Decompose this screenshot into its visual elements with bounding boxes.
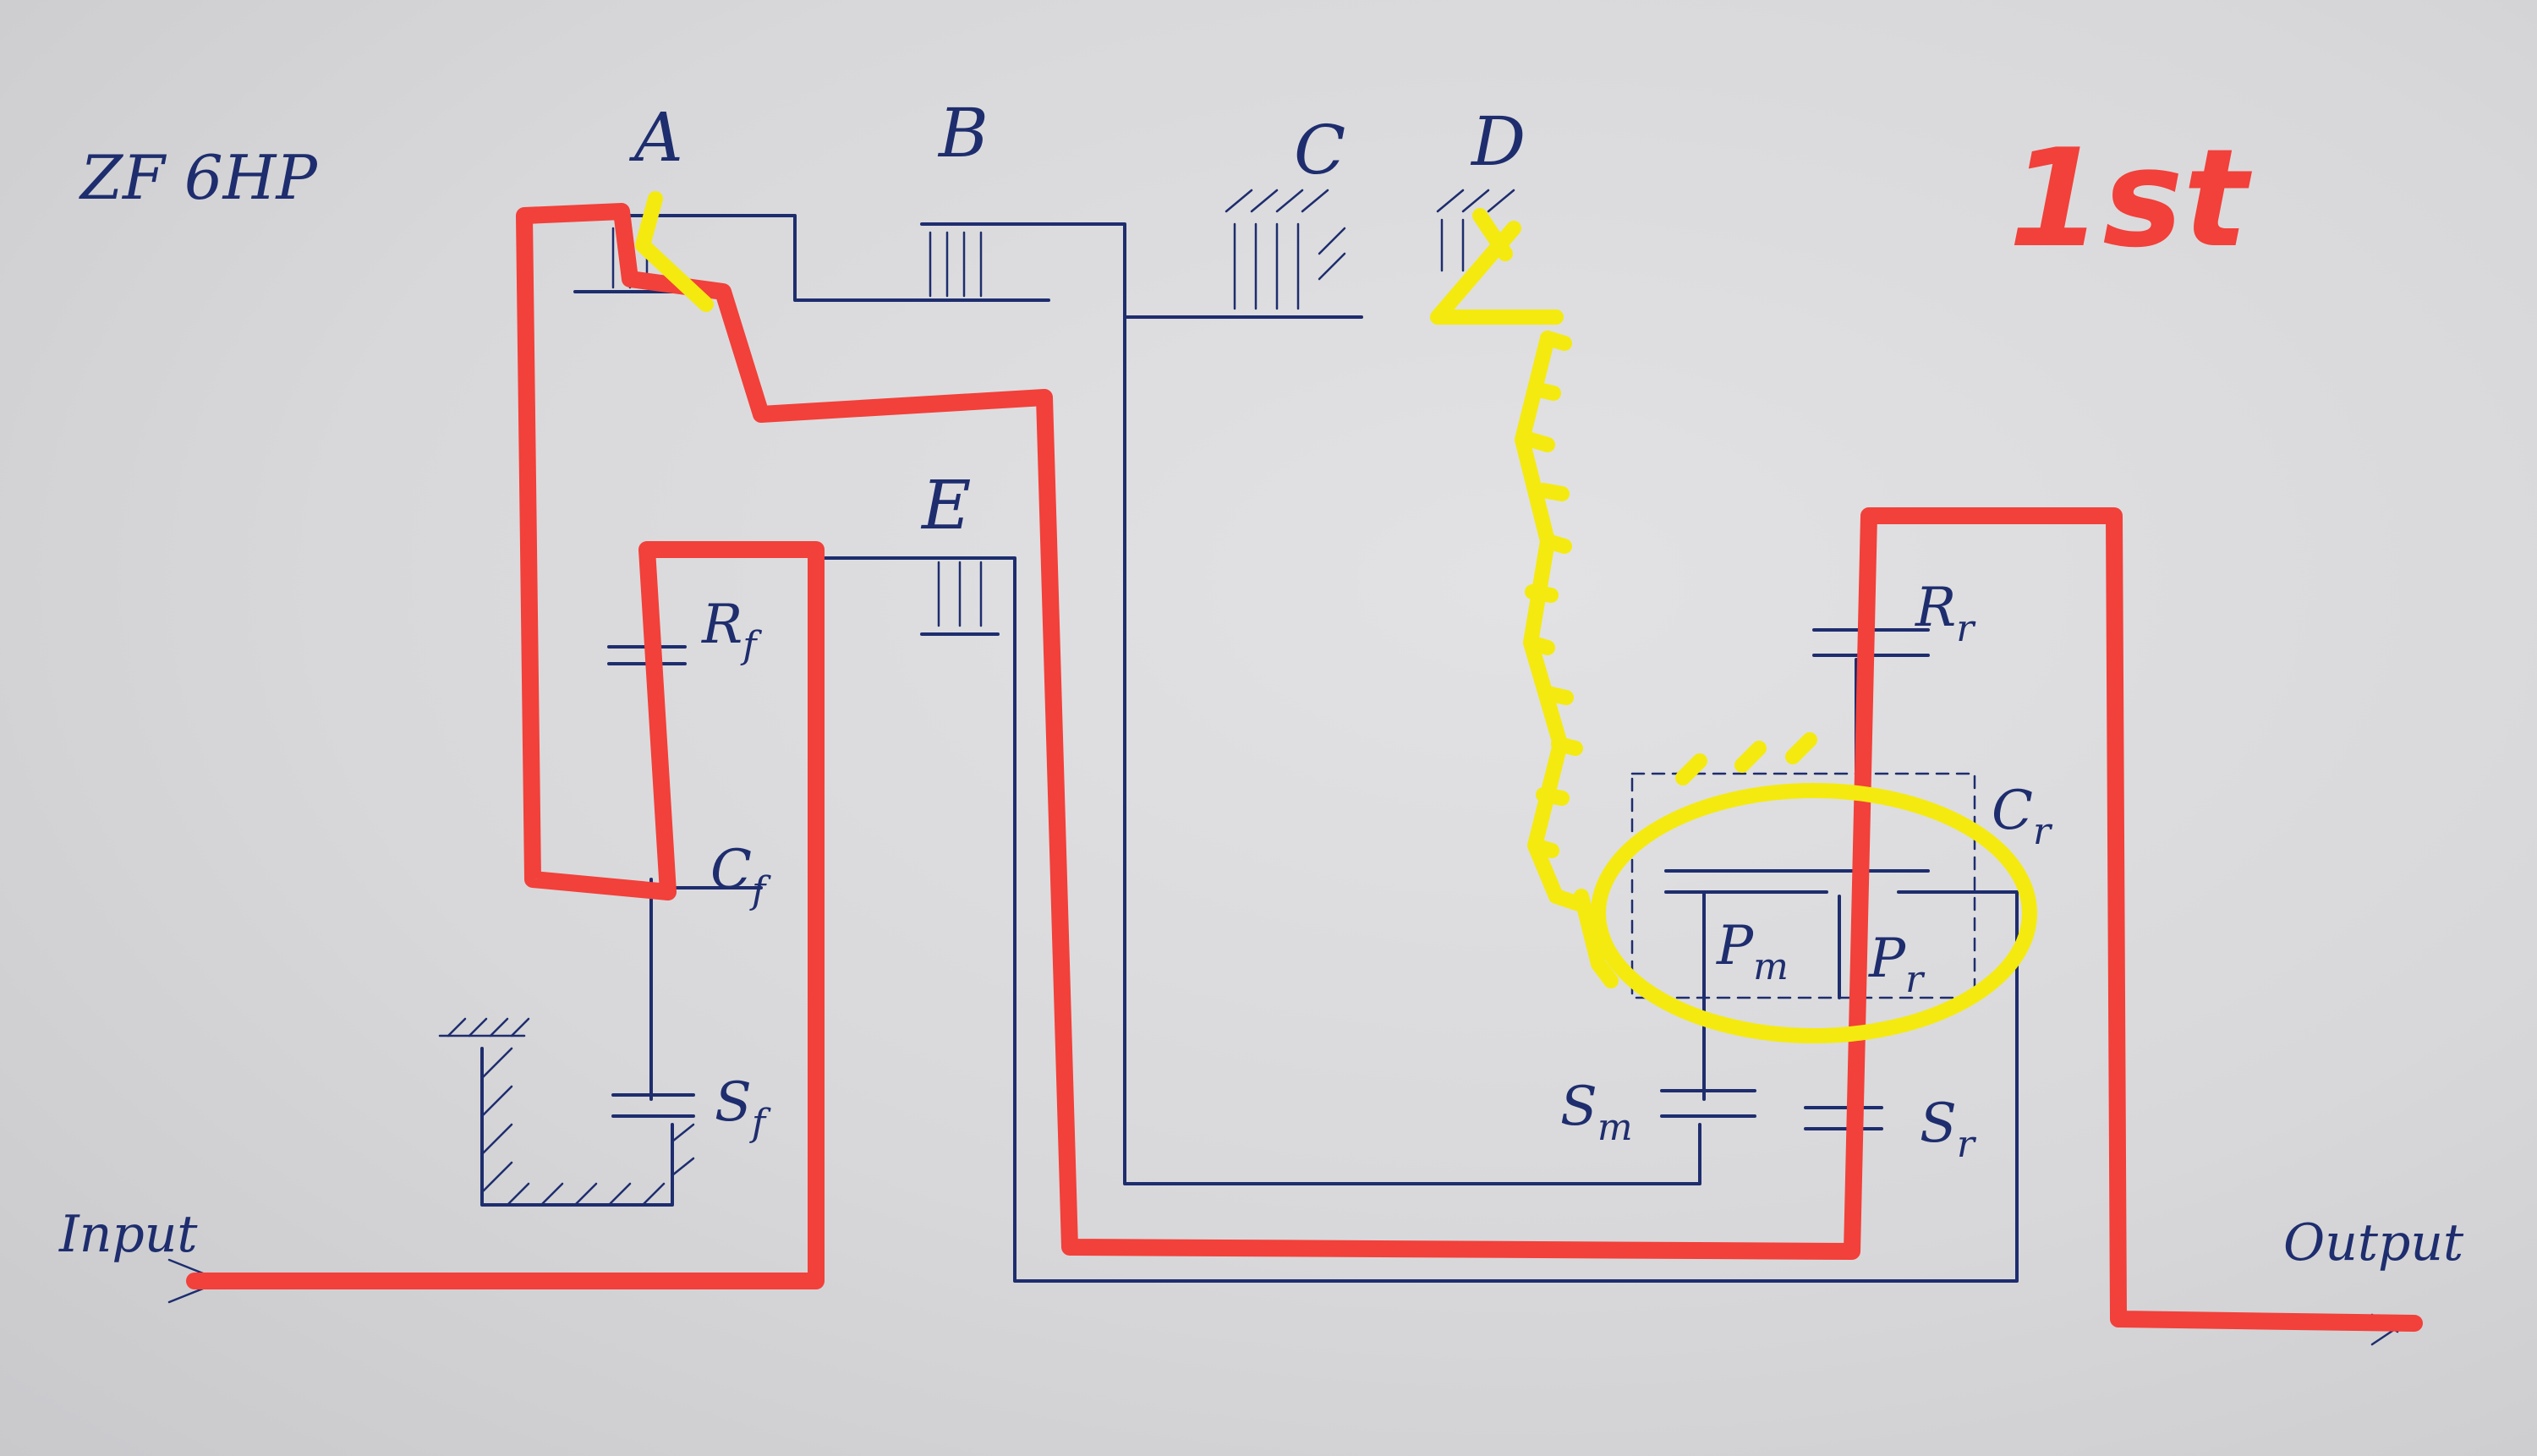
planet-main-label: Pm [1716, 915, 1789, 988]
reaction-path [635, 191, 2037, 1043]
input-label: Input [58, 1205, 198, 1264]
diagram-title: ZF 6HP [79, 142, 318, 213]
clutch-d-label: D [1470, 102, 1526, 181]
front-sun-label: Sf [715, 1071, 771, 1145]
sun-main-label: Sm [1560, 1076, 1633, 1149]
front-carrier-label: Cf [710, 839, 771, 912]
clutch-a-label: A [628, 98, 683, 177]
planet-rear-label: Pr [1868, 928, 1926, 1001]
clutch-c-label: C [1294, 111, 1345, 189]
sun-rear-label: Sr [1920, 1092, 1977, 1166]
clutch-e-label: E [920, 466, 971, 545]
clutch-b-label: B [937, 94, 989, 172]
power-flow-path [186, 203, 2423, 1332]
rear-ring-label: Rr [1915, 577, 1976, 650]
schematic-ink [167, 189, 2399, 1346]
rear-carrier-label: Cr [1992, 780, 2053, 853]
gear-indicator: 1st [2008, 119, 2253, 277]
output-label: Output [2283, 1213, 2464, 1273]
front-ring-label: Rf [701, 594, 762, 667]
